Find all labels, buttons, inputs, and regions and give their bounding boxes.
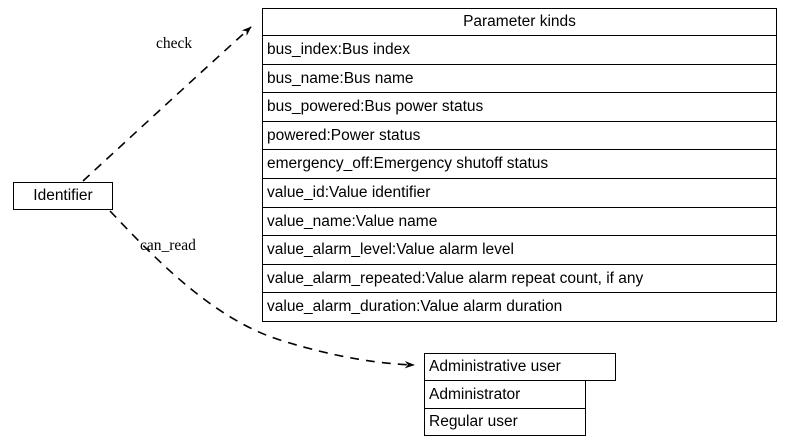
parameter-kinds-row: value_name:Value name bbox=[262, 207, 777, 237]
node-identifier[interactable]: Identifier bbox=[13, 182, 113, 210]
parameter-kinds-row: powered:Power status bbox=[262, 121, 777, 151]
parameter-kinds-row: value_id:Value identifier bbox=[262, 178, 777, 208]
administrative-user-row: Administrator bbox=[424, 381, 586, 409]
node-administrative-user: Administrative user Administrator Regula… bbox=[424, 353, 616, 436]
parameter-kinds-header: Parameter kinds bbox=[262, 8, 777, 36]
node-parameter-kinds: Parameter kinds bus_index:Bus index bus_… bbox=[262, 8, 777, 322]
parameter-kinds-row: bus_index:Bus index bbox=[262, 36, 777, 65]
parameter-kinds-row: emergency_off:Emergency shutoff status bbox=[262, 150, 777, 179]
parameter-kinds-row: bus_powered:Bus power status bbox=[262, 93, 777, 122]
edge-label-can-read: can_read bbox=[140, 237, 196, 254]
administrative-user-row: Regular user bbox=[424, 408, 586, 436]
parameter-kinds-row: value_alarm_level:Value alarm level bbox=[262, 236, 777, 265]
parameter-kinds-row: value_alarm_repeated:Value alarm repeat … bbox=[262, 264, 777, 294]
parameter-kinds-row: value_alarm_duration:Value alarm duratio… bbox=[262, 293, 777, 322]
administrative-user-header: Administrative user bbox=[424, 353, 616, 381]
parameter-kinds-row: bus_name:Bus name bbox=[262, 64, 777, 94]
edge-label-check: check bbox=[156, 35, 193, 52]
